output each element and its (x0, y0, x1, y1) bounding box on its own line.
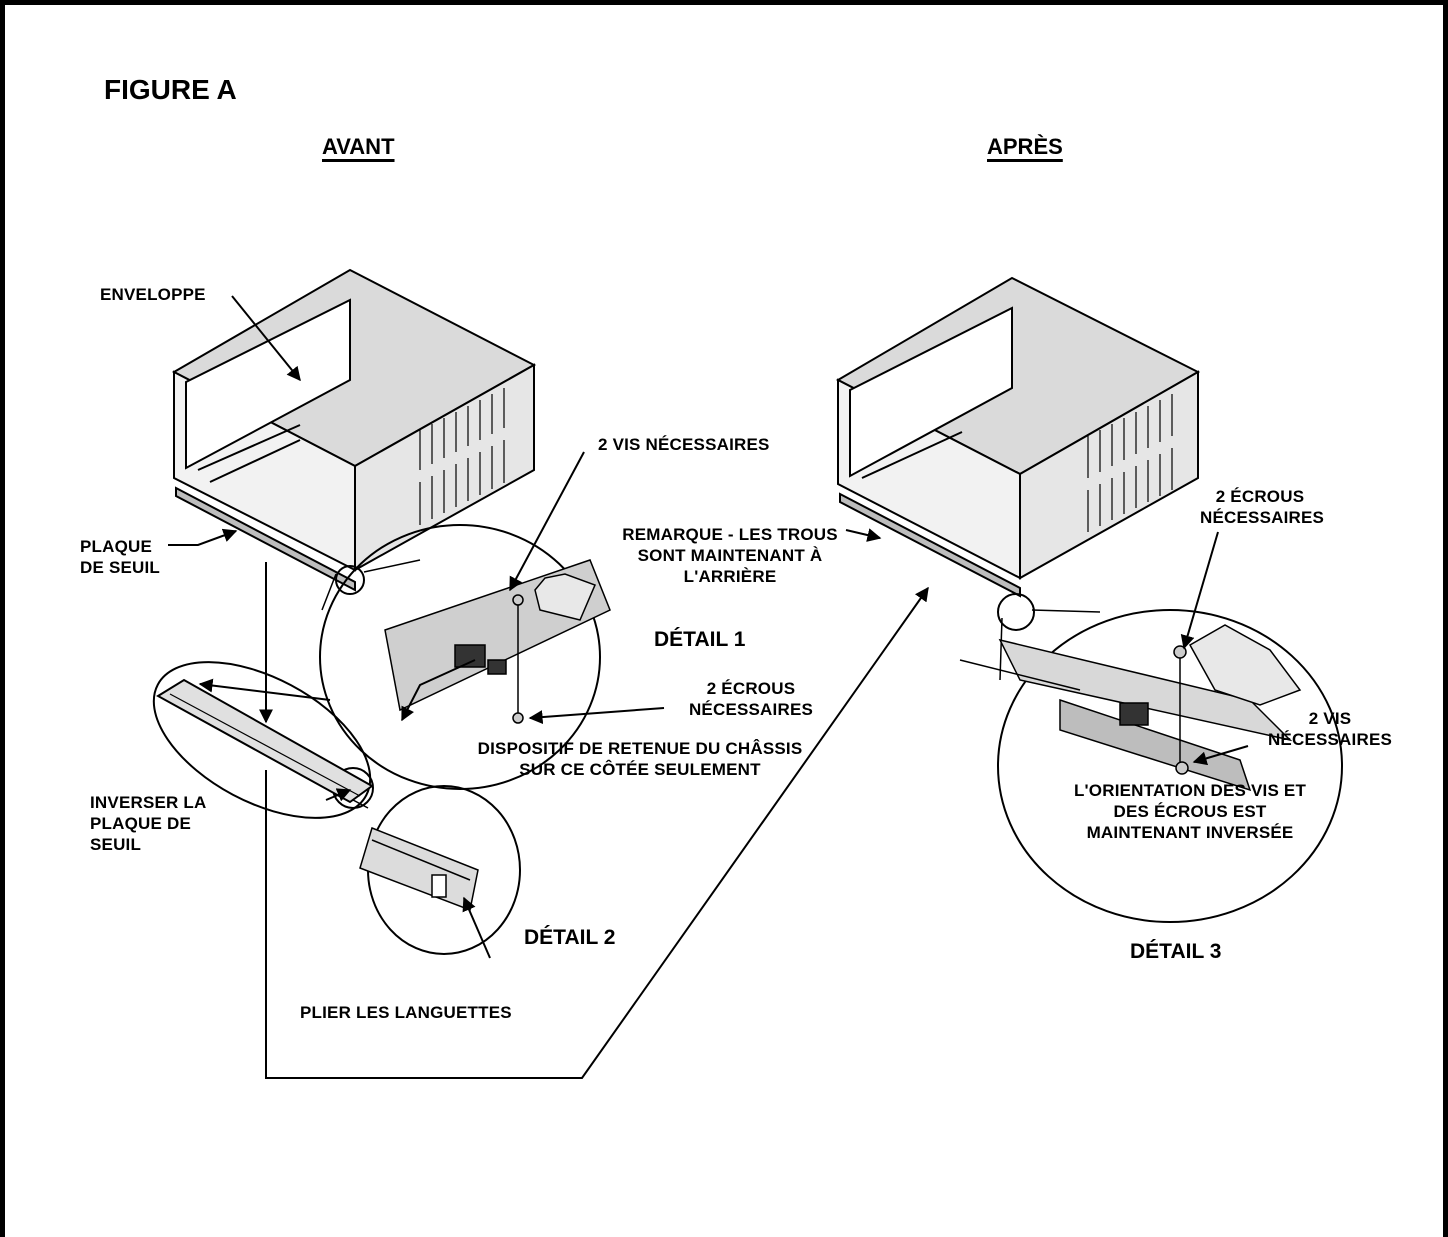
orientation-note-label: L'ORIENTATION DES VIS ET DES ÉCROUS EST … (1073, 781, 1307, 842)
dispositif-retenue-label: DISPOSITIF DE RETENUE DU CHÂSSIS SUR CE … (477, 739, 803, 779)
inverser-plaque-label: INVERSER LA PLAQUE DE SEUIL (90, 793, 207, 854)
detail-3-contents (959, 624, 1302, 792)
plaque-de-seuil-label: PLAQUE DE SEUIL (80, 537, 161, 577)
after-cabinet (835, 276, 1201, 598)
after-heading: APRÈS (987, 134, 1063, 159)
inverted-sill-plate (156, 678, 374, 804)
vis-necessaires-1-label: 2 VIS NÉCESSAIRES (598, 435, 770, 454)
detail-1-contents (384, 559, 611, 724)
inverted-plate-ellipse (152, 661, 372, 819)
detail-3-circle (997, 609, 1343, 923)
ecrous-necessaires-1-label: 2 ÉCROUS NÉCESSAIRES (688, 679, 814, 719)
enveloppe-label: ENVELOPPE (100, 285, 206, 304)
detail-1-title: DÉTAIL 1 (654, 628, 746, 651)
before-cabinet (171, 268, 537, 592)
detail-2-title: DÉTAIL 2 (524, 926, 616, 949)
detail-1-circle (319, 524, 601, 790)
before-heading: AVANT (322, 134, 395, 159)
remarque-trous-label: REMARQUE - LES TROUS SONT MAINTENANT À L… (622, 525, 838, 586)
vis-necessaires-3-label: 2 VIS NÉCESSAIRES (1267, 709, 1393, 749)
detail-2-contents (359, 827, 479, 912)
detail-3-title: DÉTAIL 3 (1130, 940, 1222, 963)
figure-title: FIGURE A (104, 74, 237, 105)
ecrous-necessaires-3-label: 2 ÉCROUS NÉCESSAIRES (1200, 487, 1325, 527)
plier-languettes-label: PLIER LES LANGUETTES (300, 1003, 512, 1022)
